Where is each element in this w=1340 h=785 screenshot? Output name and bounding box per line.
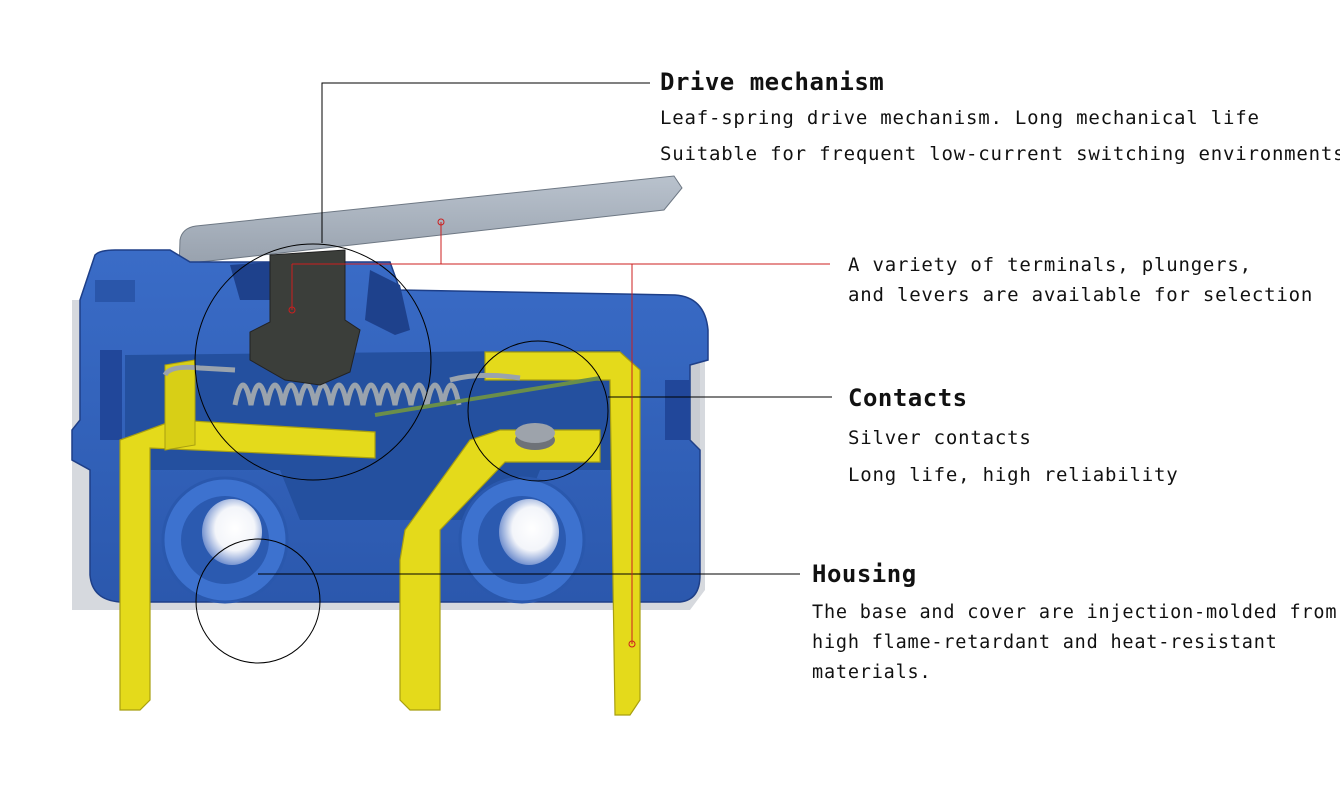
leader-lines	[258, 82, 832, 575]
terminals	[119, 351, 641, 716]
mounting-holes	[161, 476, 586, 604]
highlight-circles	[194, 243, 609, 664]
plunger	[249, 249, 361, 386]
drive-mechanism-line-1: Leaf-spring drive mechanism. Long mechan…	[660, 107, 1260, 129]
options-leader	[288, 218, 830, 648]
drive-circle	[194, 243, 432, 481]
housing-title: Housing	[812, 560, 917, 588]
leaf-spring	[162, 364, 601, 417]
drive-mechanism-title: Drive mechanism	[660, 68, 885, 96]
mounting-hole-right	[458, 476, 586, 604]
contacts-circle	[467, 340, 609, 482]
housing-line-2: high flame-retardant and heat-resistant	[812, 632, 1278, 653]
drive-leader	[321, 82, 650, 243]
silver-contact	[515, 423, 555, 450]
drive-mechanism-line-2: Suitable for frequent low-current switch…	[660, 143, 1340, 165]
contacts-line-1: Silver contacts	[848, 427, 1032, 449]
options-line-2: and levers are available for selection	[848, 284, 1314, 306]
housing-line-1: The base and cover are injection-molded …	[812, 602, 1338, 623]
options-line-1: A variety of terminals, plungers,	[848, 254, 1252, 276]
housing-circle	[195, 538, 321, 664]
housing-line-3: materials.	[812, 662, 932, 683]
contacts-title: Contacts	[848, 384, 968, 412]
mounting-hole-left	[161, 476, 289, 604]
contacts-line-2: Long life, high reliability	[848, 464, 1179, 486]
